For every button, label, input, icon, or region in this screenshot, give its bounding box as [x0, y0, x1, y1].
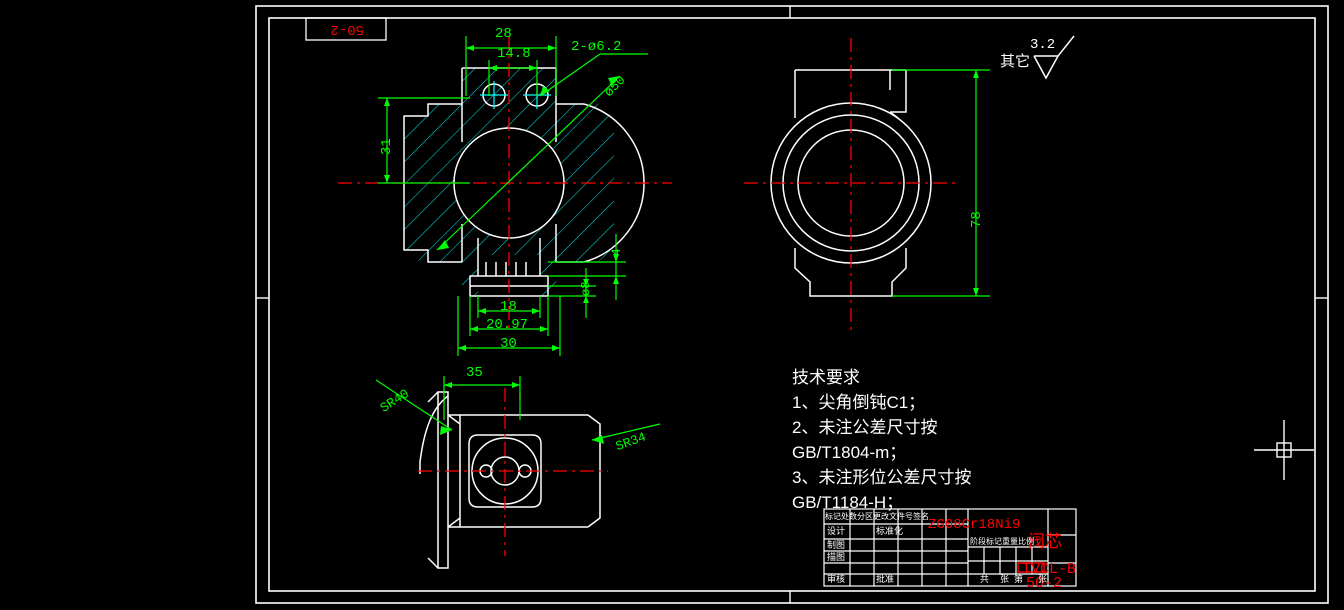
title-part-name: 阀芯	[1028, 532, 1062, 551]
title-drawing-no-2: 50-2	[1026, 575, 1063, 592]
title-material: ZG08Cr18Ni9	[928, 517, 1021, 533]
title-block-grid	[823, 508, 1077, 587]
sheet-mark-2: 第	[1014, 574, 1024, 584]
notes-line-4: 3、未注形位公差尺寸按	[792, 468, 972, 487]
title-row-label2-0: 标准化	[876, 526, 904, 536]
title-scale-header: 阶段标记重量比例	[970, 537, 1034, 546]
dimension-28: 28	[495, 26, 512, 42]
right-view-dimension-lines	[892, 69, 990, 297]
title-block-red-box	[1017, 562, 1045, 573]
dimension-78: 78	[969, 211, 985, 228]
title-drawing-no-1: TVCL-B	[1022, 561, 1077, 578]
dimension-20-97: 20.97	[486, 317, 529, 333]
bottom-view-dimension-lines	[375, 376, 661, 444]
sheet-mark-0: 共	[980, 574, 990, 584]
section-dimension-lines	[378, 36, 648, 356]
border-tick-marks	[256, 6, 1328, 603]
dimension-30: 30	[500, 336, 517, 352]
notes-line-3: GB/T1804-m；	[792, 443, 907, 462]
surface-finish-label: 其它	[1000, 53, 1031, 70]
title-row-label-3: 审核	[827, 574, 846, 584]
dimension-35: 35	[466, 365, 483, 381]
notes-line-2: 2、未注公差尺寸按	[792, 418, 938, 437]
dimension-18: 18	[500, 299, 517, 315]
dimension-31: 31	[379, 138, 395, 155]
bottom-view-geometry	[419, 391, 601, 569]
notes-line-5: GB/T1184-H；	[792, 493, 904, 512]
notes-line-1: 1、尖角倒钝C1；	[792, 393, 926, 412]
surface-finish-value: 3.2	[1030, 37, 1056, 53]
notes-heading: 技术要求	[792, 368, 860, 387]
dimension-14-8: 14.8	[497, 46, 531, 62]
right-view-centerlines	[744, 38, 958, 330]
title-row-label-2: 描图	[827, 552, 846, 562]
dimension-2-dia6-2: 2-ø6.2	[571, 39, 622, 55]
surface-finish-symbol	[1033, 35, 1075, 80]
sheet-border	[255, 5, 1329, 604]
dimension-4: 4	[609, 248, 624, 256]
sheet-code-label: 50-2	[330, 21, 364, 37]
crosshair-cursor[interactable]	[1254, 420, 1314, 480]
dimension-dia8: ø8	[579, 281, 593, 296]
title-row-label2-3: 批准	[876, 574, 895, 584]
sheet-mark-3: 张	[1038, 574, 1048, 584]
title-rev-header: 标记处数分区更改文件号签名	[825, 512, 929, 521]
title-row-label-1: 制图	[827, 540, 846, 550]
sheet-code-box	[305, 17, 387, 41]
sheet-mark-1: 张	[1000, 574, 1010, 584]
title-row-label-0: 设计	[827, 526, 846, 536]
bottom-view-centerlines	[418, 388, 608, 556]
